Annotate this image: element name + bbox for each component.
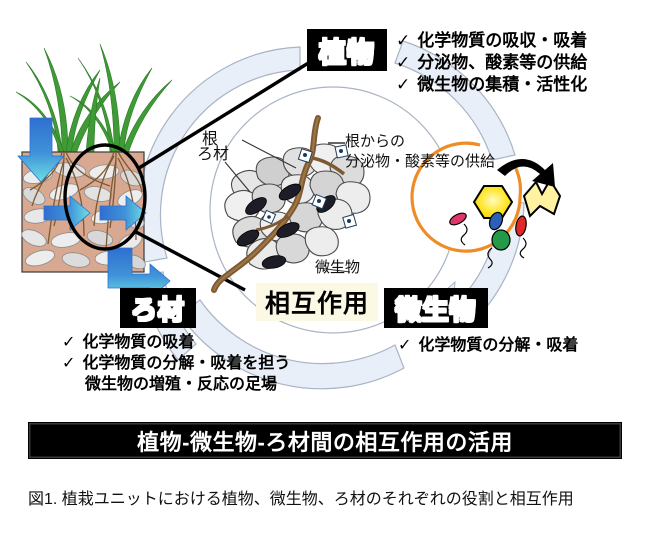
magnifier-oval xyxy=(63,143,147,251)
bacterium-green xyxy=(491,229,511,251)
annotation-media: ろ材 xyxy=(197,146,230,163)
list-item-label: 微生物の集積・活性化 xyxy=(417,75,588,95)
check-icon: ✓ xyxy=(396,31,411,50)
figure-caption: 図1. 植栽ユニットにおける植物、微生物、ろ材のそれぞれの役割と相互作用 xyxy=(28,491,574,508)
bacterium-blue xyxy=(488,211,504,231)
microbe-role-list: ✓ 化学物質の分解・吸着 xyxy=(398,336,578,357)
root-media-microbe-detail xyxy=(211,115,371,293)
list-item: ✓ 化学物質の吸着 xyxy=(62,333,290,354)
annotation-microbe: 微生物 xyxy=(315,259,361,276)
check-icon: ✓ xyxy=(398,337,412,354)
flow-arrow-right xyxy=(99,195,147,231)
magnifier-leader-bottom xyxy=(135,230,246,292)
check-icon: ✓ xyxy=(62,354,76,372)
list-item-label: 化学物質の吸着 xyxy=(82,334,195,351)
bacteria-group xyxy=(449,211,527,269)
molecule-degraded xyxy=(522,178,562,218)
list-item-continuation: 微生物の増殖・反応の足場 xyxy=(85,375,278,393)
degradation-arrow xyxy=(497,159,555,187)
list-item: ✓ 微生物の集積・活性化 xyxy=(396,74,587,96)
check-icon: ✓ xyxy=(62,334,76,351)
plant-role-list: ✓ 化学物質の吸収・吸着 ✓ 分泌物、酸素等の供給 ✓ 微生物の集積・活性化 xyxy=(396,30,587,96)
leader-microbe xyxy=(317,267,351,273)
bacterium-pink xyxy=(449,212,467,226)
planting-unit-illustration xyxy=(15,43,311,299)
label-chip-plant-text: 植物 xyxy=(319,37,375,68)
flagellum-green xyxy=(487,247,493,269)
leader-root xyxy=(241,139,297,169)
flagellum-red xyxy=(519,237,527,259)
label-chip-media-text: ろ材 xyxy=(130,294,185,325)
label-chip-microbe: 微生物 xyxy=(384,288,488,328)
microbe-magnifier xyxy=(410,141,562,319)
inlet-arrow-down xyxy=(17,117,65,183)
label-chip-plant: 植物 xyxy=(307,29,387,71)
root-branch-2 xyxy=(255,214,289,232)
bacterium-red xyxy=(515,215,527,237)
check-icon: ✓ xyxy=(396,75,411,95)
list-item: ✓ 化学物質の分解・吸着を担う xyxy=(62,354,290,375)
label-chip-interaction: 相互作用 xyxy=(256,283,378,321)
flagellum-pink xyxy=(460,223,468,246)
list-item: ✓ 化学物質の分解・吸着 xyxy=(398,336,578,357)
molecule-hexagon xyxy=(472,185,514,219)
check-icon: ✓ xyxy=(396,53,411,73)
annotation-exudate-line2: 分泌物・酸素等の供給 xyxy=(345,153,496,170)
interaction-cycle-ring xyxy=(15,40,562,390)
figure-banner-title: 植物-微生物-ろ材間の相互作用の活用 xyxy=(137,429,513,455)
list-item-label: 化学物質の分解・吸着 xyxy=(418,337,579,354)
media-role-list: ✓ 化学物質の吸着 ✓ 化学物質の分解・吸着を担う 微生物の増殖・反応の足場 xyxy=(62,333,290,395)
list-item: ✓ 分泌物、酸素等の供給 xyxy=(396,52,587,74)
list-item-label: 化学物質の吸収・吸着 xyxy=(417,31,588,50)
magnifier-leader-top xyxy=(138,60,311,170)
list-item: ✓ 化学物質の吸収・吸着 xyxy=(396,30,587,52)
figure-banner: 植物-微生物-ろ材間の相互作用の活用 xyxy=(28,422,622,459)
annotation-root: 根 xyxy=(202,131,219,148)
label-chip-microbe-text: 微生物 xyxy=(395,294,477,325)
list-item-label: 化学物質の分解・吸着を担う xyxy=(82,354,291,372)
leader-media xyxy=(224,161,251,193)
annotation-exudate-line1: 根からの xyxy=(345,133,406,150)
label-chip-interaction-text: 相互作用 xyxy=(264,290,369,318)
root-branch-1 xyxy=(311,156,346,176)
chemical-marker-dots xyxy=(267,149,351,223)
label-chip-media: ろ材 xyxy=(120,288,196,328)
list-item-label: 分泌物、酸素等の供給 xyxy=(417,53,588,73)
